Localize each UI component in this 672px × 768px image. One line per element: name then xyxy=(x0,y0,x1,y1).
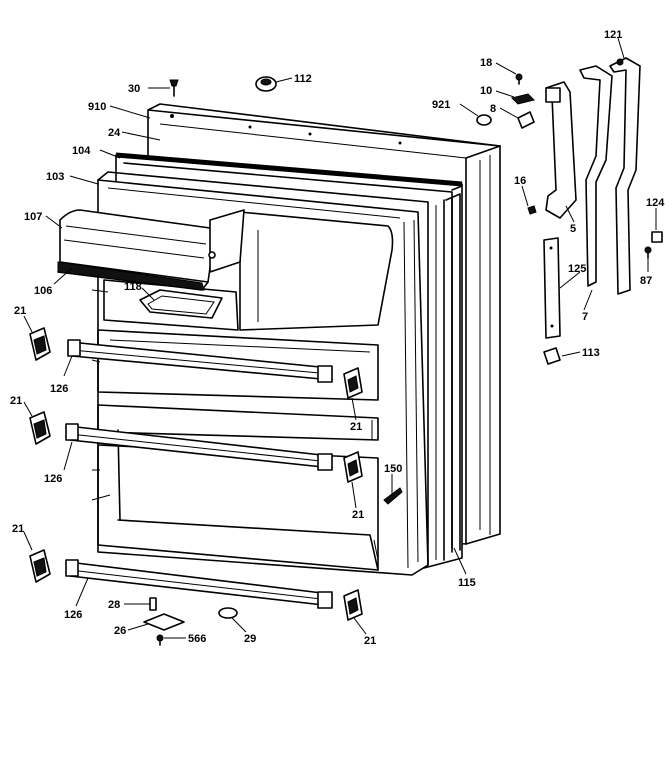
label-103: 103 xyxy=(46,171,64,183)
plate-26 xyxy=(143,613,185,631)
label-16: 16 xyxy=(514,175,526,187)
label-118: 118 xyxy=(124,281,142,293)
label-113: 113 xyxy=(582,347,600,359)
label-566: 566 xyxy=(188,633,206,645)
plug-112 xyxy=(255,76,277,92)
trim-strip-125 xyxy=(543,237,561,339)
egg-tray xyxy=(139,289,223,319)
screw-30 xyxy=(169,79,179,97)
hinge-bracket-5 xyxy=(545,81,577,219)
part-labels: 30 112 910 24 104 103 107 106 118 21 21 … xyxy=(10,29,665,647)
label-28: 28 xyxy=(108,599,120,611)
handle-7 xyxy=(579,65,613,287)
label-5: 5 xyxy=(570,223,576,235)
label-124: 124 xyxy=(646,197,665,209)
label-18: 18 xyxy=(480,57,492,69)
shelf-end-cap-left-1 xyxy=(29,327,51,361)
label-121: 121 xyxy=(604,29,622,41)
bushing-8 xyxy=(517,111,535,129)
door-shelf-bar-top xyxy=(67,339,333,383)
label-150: 150 xyxy=(384,463,402,475)
label-106: 106 xyxy=(34,285,52,297)
fitting-124 xyxy=(651,231,663,243)
door-shelf-bar-middle xyxy=(65,423,333,471)
screw-18 xyxy=(515,73,523,85)
roller-29 xyxy=(218,607,238,619)
label-21-right-2: 21 xyxy=(352,509,364,521)
shelf-end-cap-left-2 xyxy=(29,411,51,445)
stop-28 xyxy=(149,597,157,611)
label-87: 87 xyxy=(640,275,652,287)
cap-921 xyxy=(476,114,492,126)
label-21-right-3: 21 xyxy=(364,635,376,647)
label-26: 26 xyxy=(114,625,126,637)
label-8: 8 xyxy=(490,103,496,115)
handle-121 xyxy=(609,57,641,295)
screw-150 xyxy=(383,487,403,505)
label-30: 30 xyxy=(128,83,140,95)
label-104: 104 xyxy=(72,145,91,157)
label-21-right-1: 21 xyxy=(350,421,362,433)
shelf-end-cap-right-1 xyxy=(343,367,363,399)
label-7: 7 xyxy=(582,311,588,323)
shelf-end-cap-right-3 xyxy=(343,589,363,621)
label-10: 10 xyxy=(480,85,492,97)
label-107: 107 xyxy=(24,211,42,223)
screw-87 xyxy=(644,246,652,259)
label-126-top: 126 xyxy=(50,383,68,395)
dairy-hinge-bar xyxy=(57,261,205,291)
label-921: 921 xyxy=(432,99,450,111)
label-125: 125 xyxy=(568,263,586,275)
label-21-left-3: 21 xyxy=(12,523,24,535)
label-21-left-2: 21 xyxy=(10,395,22,407)
screw-566 xyxy=(156,634,164,646)
shelf-end-cap-right-2 xyxy=(343,451,363,483)
label-126-bottom: 126 xyxy=(64,609,82,621)
gasket-strip-115 xyxy=(445,193,461,551)
door-shelf-bar-bottom xyxy=(65,559,333,609)
label-29: 29 xyxy=(244,633,256,645)
screw-16 xyxy=(527,205,537,215)
label-21-left-1: 21 xyxy=(14,305,26,317)
label-910: 910 xyxy=(88,101,106,113)
label-112: 112 xyxy=(294,73,312,85)
cover-113 xyxy=(543,347,561,365)
label-126-middle: 126 xyxy=(44,473,62,485)
hinge-pin-10 xyxy=(511,93,535,105)
label-115: 115 xyxy=(458,577,476,589)
shelf-end-cap-left-3 xyxy=(29,549,51,583)
leader-lines xyxy=(23,37,657,639)
label-24: 24 xyxy=(108,127,121,139)
